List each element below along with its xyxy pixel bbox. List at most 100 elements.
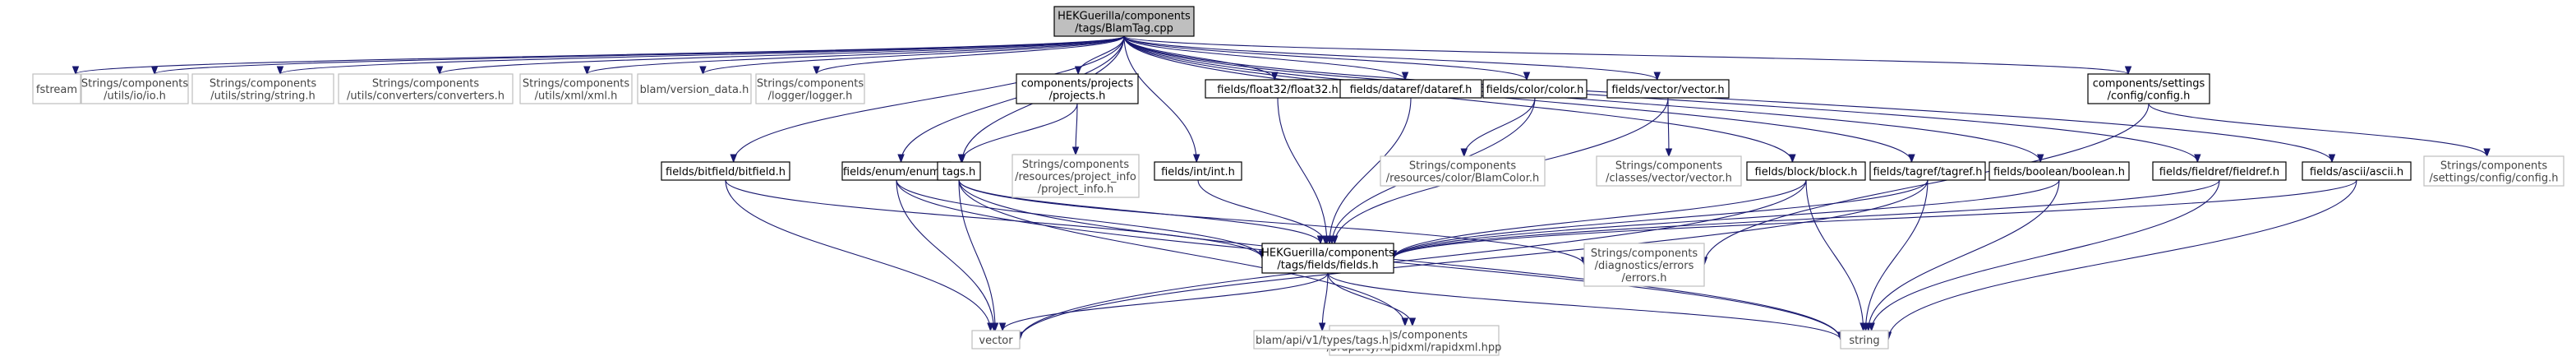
edge-line	[1002, 272, 1329, 331]
node-label-line: /errors.h	[1622, 272, 1667, 285]
edge-line	[1123, 35, 2041, 163]
node-label-line: /tags/fields/fields.h	[1277, 260, 1378, 272]
node-ascii[interactable]: fields/ascii/ascii.h	[2302, 161, 2412, 181]
node-root: HEKGuerilla/components/tags/BlamTag.cpp	[1053, 6, 1195, 37]
edge-line	[1393, 179, 1929, 259]
edge-arrowhead	[1408, 317, 1417, 327]
edge-root-to-tagref	[1123, 35, 1915, 164]
node-enum[interactable]: fields/enum/enum.h	[841, 161, 952, 181]
edge-arrowhead	[813, 66, 820, 76]
edge-root-to-fieldref	[1123, 35, 2201, 164]
node-label-line: vector	[979, 335, 1013, 347]
edge-line	[1805, 179, 1864, 331]
node-label-line: /settings/config/config.h	[2430, 173, 2559, 185]
edge-line	[1123, 35, 1658, 81]
edge-line	[958, 179, 1406, 326]
node-label-line: Strings/components	[523, 78, 629, 90]
node-box	[1016, 73, 1139, 104]
node-label-line: /config/config.h	[2108, 90, 2191, 103]
edge-ascii-to-string	[1884, 179, 2357, 341]
node-label-line: Strings/components	[2440, 160, 2547, 173]
node-label-line: fields/enum/enum.h	[843, 166, 950, 178]
edge-line	[2148, 103, 2488, 157]
node-tags[interactable]: tags.h	[937, 161, 981, 181]
edge-arrowhead	[1868, 322, 1875, 332]
edge-tags-to-rapidxml	[958, 179, 1409, 327]
node-float32[interactable]: fields/float32/float32.h	[1205, 79, 1351, 99]
edge-arrowhead	[2124, 66, 2132, 76]
edge-line	[900, 35, 1125, 163]
node-box	[2302, 161, 2412, 181]
edge-arrowhead	[276, 66, 284, 76]
edge-root-to-boolean	[1123, 35, 2044, 164]
edge-fieldref-to-fields	[1389, 179, 2220, 260]
node-label-line: string	[1849, 335, 1879, 347]
edge-root-to-vector_h	[1123, 35, 1661, 81]
node-fields[interactable]: HEKGuerilla/components/tags/fields/field…	[1261, 243, 1394, 274]
edge-line	[1123, 35, 2198, 163]
node-string: string	[1840, 330, 1889, 349]
edge-line	[1123, 35, 1793, 163]
node-projects[interactable]: components/projects/projects.h	[1016, 73, 1139, 104]
node-block[interactable]: fields/block/block.h	[1746, 161, 1866, 181]
node-box	[1746, 161, 1866, 181]
edge-arrowhead	[1401, 317, 1409, 327]
edge-fieldref-to-string	[1868, 179, 2220, 332]
edge-root-to-block	[1123, 35, 1796, 164]
node-tagref[interactable]: fields/tagref/tagref.h	[1869, 161, 1986, 181]
edge-line	[1393, 179, 2220, 259]
edge-arrowhead	[699, 66, 707, 76]
node-dataref[interactable]: fields/dataref/dataref.h	[1339, 79, 1482, 99]
node-label-line: Strings/components	[1022, 159, 1129, 171]
edge-root-to-int	[1123, 35, 1200, 164]
edge-arrowhead	[1908, 154, 1915, 164]
node-label-line: /classes/vector/vector.h	[1606, 173, 1732, 185]
node-color[interactable]: fields/color/color.h	[1482, 79, 1588, 99]
node-label-line: Strings/components	[81, 78, 188, 90]
node-box	[1596, 155, 1742, 187]
node-label-line: fields/vector/vector.h	[1611, 84, 1724, 96]
edge-root-to-stringh	[276, 35, 1125, 76]
node-label-line: fields/block/block.h	[1755, 166, 1858, 178]
node-vector_h[interactable]: fields/vector/vector.h	[1606, 79, 1730, 99]
edge-fields-to-blamtags	[1318, 272, 1329, 332]
edge-arrowhead	[1523, 72, 1531, 81]
edge-config-to-configh	[2148, 103, 2491, 158]
edge-arrowhead	[957, 154, 965, 164]
node-label-line: components/settings	[2093, 78, 2205, 90]
node-label-line: Strings/components	[372, 78, 479, 90]
node-label-line: Strings/components	[1591, 248, 1698, 260]
node-int[interactable]: fields/int/int.h	[1154, 161, 1242, 181]
edge-line	[1123, 35, 2129, 75]
node-boolean[interactable]: fields/boolean/boolean.h	[1988, 161, 2130, 181]
nodes-layer: HEKGuerilla/components/tags/BlamTag.cpp f…	[32, 6, 2564, 356]
edge-line	[586, 35, 1125, 75]
edge-arrowhead	[1401, 72, 1409, 81]
edge-bitfield-to-fields	[725, 179, 1266, 260]
node-box	[191, 73, 334, 104]
edge-float32-to-fields	[1277, 97, 1331, 245]
node-vector: vector	[971, 330, 1021, 349]
node-bitfield[interactable]: fields/bitfield/bitfield.h	[661, 161, 790, 181]
edge-line	[1277, 97, 1328, 244]
node-box	[2423, 155, 2564, 187]
node-label-line: /resources/project_info	[1015, 171, 1136, 183]
edge-arrowhead	[991, 322, 999, 332]
node-box	[937, 161, 981, 181]
node-fieldref[interactable]: fields/fieldref/fieldref.h	[2152, 161, 2287, 181]
edge-line	[1871, 179, 2220, 331]
node-stringh: Strings/components/utils/string/string.h	[191, 73, 334, 104]
edge-fields-to-rapidxml	[1327, 272, 1417, 327]
node-box	[755, 73, 865, 104]
node-config[interactable]: components/settings/config/config.h	[2087, 73, 2210, 104]
node-label-line: /utils/converters/converters.h	[347, 90, 505, 103]
edge-arrowhead	[1331, 235, 1339, 245]
edge-line	[1123, 35, 1197, 163]
node-box	[338, 73, 514, 104]
edge-arrowhead	[2194, 154, 2201, 164]
edge-line	[725, 179, 1263, 259]
edge-root-to-color	[1123, 35, 1531, 81]
node-io: Strings/components/utils/io/io.h	[81, 73, 189, 104]
edge-int-to-fields	[1197, 179, 1329, 245]
edge-root-to-logger	[813, 35, 1125, 76]
